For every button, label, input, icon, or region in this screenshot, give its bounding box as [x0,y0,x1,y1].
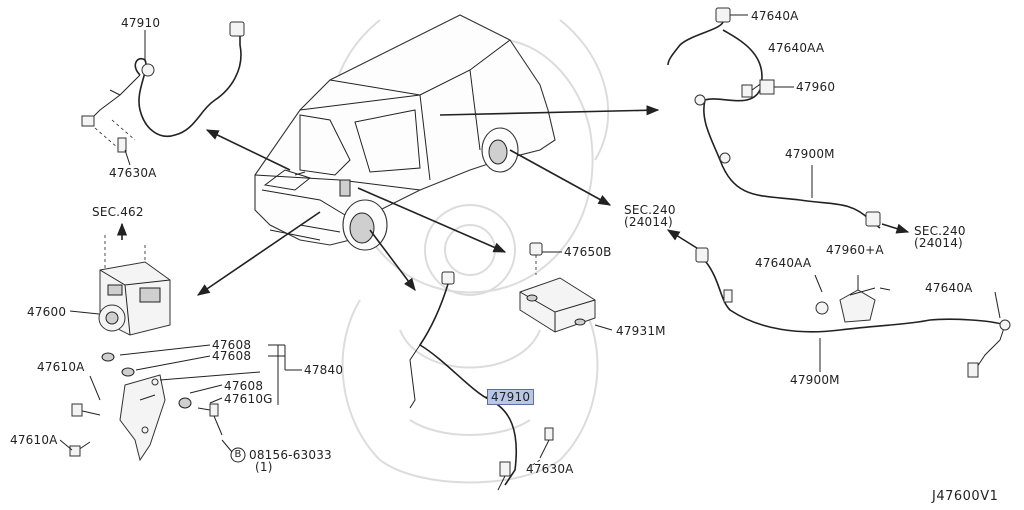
leader-arrows [116,105,660,296]
yaw-rate-sensor [519,242,613,333]
callout-47630a-front: 47630A [109,166,157,180]
callout-47840: 47840 [304,363,344,377]
callout-47640aa-top: 47640AA [768,41,825,55]
wheel-sensor-front [81,21,245,166]
callout-47640a-top: 47640A [751,9,799,23]
vehicle-illustration [254,14,556,251]
callout-47608-a: 47608 [212,338,252,352]
callout-47610g: 47610G [224,392,273,406]
callout-47640a-right: 47640A [925,281,973,295]
section-ref-240-b: SEC.240 [914,224,966,238]
callout-bolt-08156-63033: 08156-63033 [249,448,332,462]
callout-47610a-bottom: 47610A [10,433,58,447]
section-ref-240-b-sub: (24014) [914,236,963,250]
callout-47910-front: 47910 [121,16,161,30]
callout-bolt-qty: (1) [255,460,273,474]
section-ref-462: SEC.462 [92,205,144,219]
callout-47630a-mid: 47630A [526,462,574,476]
sensor-harness-top [667,7,910,234]
callout-47600: 47600 [27,305,67,319]
abs-actuator [59,235,302,462]
callout-47610a-top: 47610A [37,360,85,374]
callout-47910-highlighted: 47910 [487,389,535,405]
bolt-badge [230,447,246,463]
callout-47960: 47960 [796,80,836,94]
wheel-sensor-middle [409,271,554,491]
callout-47900m-bottom: 47900M [790,373,840,387]
callout-47650b: 47650B [564,245,612,259]
callout-47608-c: 47608 [224,379,264,393]
diagram-code: J47600V1 [932,489,999,504]
section-ref-240-a: SEC.240 [624,203,676,217]
sensor-harness-bottom [666,229,1011,378]
callout-47608-b: 47608 [212,349,252,363]
callout-47960a: 47960+A [826,243,884,257]
bolt-badge-letter: B [234,449,242,460]
callout-47900m-top: 47900M [785,147,835,161]
watermark-emblem [330,19,610,484]
section-ref-240-a-sub: (24014) [624,215,673,229]
callout-47931m: 47931M [616,324,666,338]
callout-47640aa-mid: 47640AA [755,256,812,270]
